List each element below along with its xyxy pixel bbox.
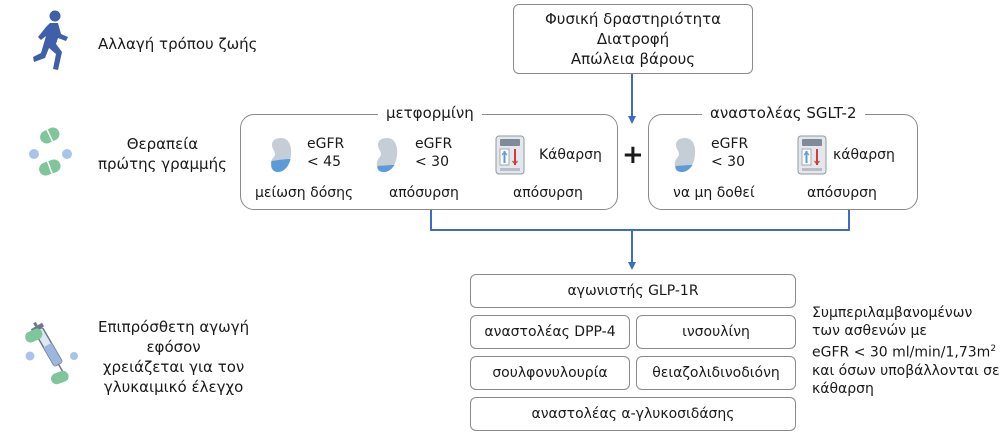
sglt2-dialysis: κάθαρση [833,147,895,163]
runner-icon [33,10,68,70]
first-line-label-2: πρώτης γραμμής [98,155,227,173]
renal-note-line3-sup: 2 [990,344,997,354]
metformin-egfr45: eGFR < 45 [307,135,344,171]
dpp4-box: αναστολέας DPP-4 [470,315,630,349]
sglt2-dialysis-action: απόσυρση [807,185,877,201]
sulfonylurea-box: σουλφονυλουρία [470,356,630,390]
connector-first-line-merge [430,210,850,231]
metformin-egfr45-line2: < 45 [307,154,341,170]
renal-note-line3: eGFR < 30 ml/min/1,73m2 [812,340,1000,362]
tzd-box: θειαζολιδινοδιόνη [636,356,796,390]
renal-note: Συμπεριλαμβανομένων των ασθενών με eGFR … [812,304,1000,398]
dialysis-machine-icon [797,135,827,175]
metformin-egfr30-line2: < 30 [415,154,449,170]
sglt2-egfr30: eGFR < 30 [711,135,748,171]
first-line-label: Θεραπεία πρώτης γραμμής [98,134,227,174]
lifestyle-label: Αλλαγή τρόπου ζωής [98,35,258,53]
addon-label-4: γλυκαιμικό έλεγχο [103,378,244,396]
renal-note-line4: και όσων υποβάλλονται σε [812,362,1000,379]
metformin-egfr45-line1: eGFR [307,136,345,152]
addon-label-1: Επιπρόσθετη αγωγή [98,318,250,336]
sglt2-egfr30-line2: < 30 [711,154,745,170]
glp1-box: αγωνιστής GLP-1R [470,274,796,308]
metformin-egfr30-action: απόσυρση [389,185,459,201]
renal-note-line2: των ασθενών με [812,323,927,339]
pills-icon [29,127,72,176]
metformin-title: μετφορμίνη [378,104,482,122]
lifestyle-box: Φυσική δραστηριότητα Διατροφή Απώλεια βά… [513,4,753,74]
renal-note-line1: Συμπεριλαμβανομένων [812,305,973,321]
sglt2-egfr30-action: να μη δοθεί [673,185,755,201]
sglt2-group: αναστολέας SGLT-2 eGFR < 30 να μη δοθεί … [648,104,918,210]
lifestyle-box-line1: Φυσική δραστηριότητα [544,10,722,28]
metformin-group: μετφορμίνη eGFR < 45 μείωση δόσης eGFR <… [240,104,618,210]
kidney-icon [270,138,292,172]
addon-label-2: εφόσον [146,338,201,356]
addon-label: Επιπρόσθετη αγωγή εφόσον χρειάζεται για … [98,317,249,397]
alpha-glucosidase-box: αναστολέας α-γλυκοσιδάσης [470,397,796,431]
sglt2-title: αναστολέας SGLT-2 [702,104,865,122]
first-line-label-1: Θεραπεία [126,135,199,153]
syringe-pills-icon [25,321,78,385]
metformin-egfr30-line1: eGFR [415,136,453,152]
lifestyle-box-line3: Απώλεια βάρους [570,50,696,68]
renal-note-line3-text: eGFR < 30 ml/min/1,73m [812,344,991,361]
metformin-dialysis-action: απόσυρση [513,185,583,201]
dialysis-machine-icon [495,135,525,175]
addon-label-3: χρειάζεται για τον [102,358,245,376]
metformin-egfr30: eGFR < 30 [415,135,452,171]
plus-sign: + [622,140,644,170]
sglt2-egfr30-line1: eGFR [711,136,749,152]
kidney-icon [376,138,398,172]
metformin-egfr45-action: μείωση δόσης [255,185,354,201]
metformin-dialysis: Κάθαρση [539,147,602,163]
lifestyle-box-line2: Διατροφή [596,30,670,48]
renal-note-line5: κάθαρση [812,380,874,397]
insulin-box: ινσουλίνη [636,315,796,349]
kidney-icon [674,138,696,172]
